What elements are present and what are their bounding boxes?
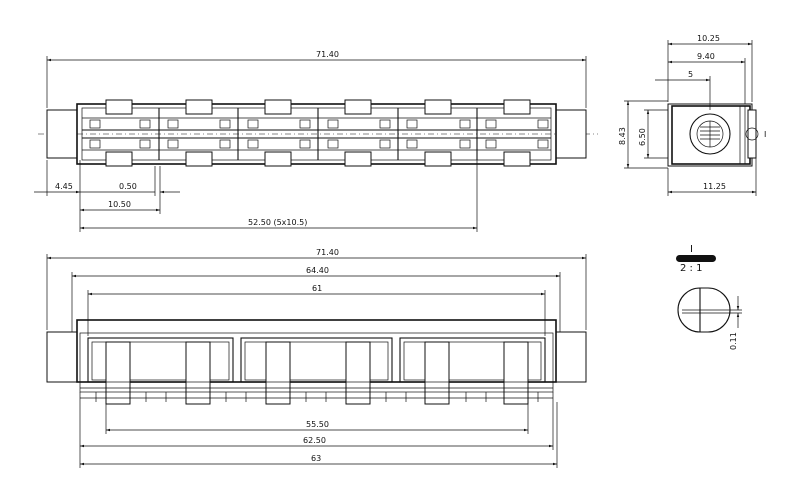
side-width-b: 5 bbox=[688, 70, 693, 79]
front-pins-dim: 55.50 bbox=[306, 420, 329, 429]
front-body-dim: 64.40 bbox=[306, 266, 329, 275]
section-mark: I bbox=[764, 130, 766, 139]
side-height-inner: 6.50 bbox=[638, 128, 647, 146]
span-dim: 52.50 (5x10.5) bbox=[248, 218, 307, 227]
end-offset-dim: 4.45 bbox=[55, 182, 73, 191]
detail-scale: 2 : 1 bbox=[680, 263, 702, 274]
top-view-contacts bbox=[105, 99, 531, 167]
side-contact-circle bbox=[689, 113, 731, 155]
detail-dim: 0.11 bbox=[729, 332, 738, 350]
top-overall-dim: 71.40 bbox=[316, 50, 339, 59]
front-base-dim: 62.50 bbox=[303, 436, 326, 445]
side-view: I 10.25 9.40 5 8.43 6.50 11.25 bbox=[618, 34, 766, 196]
front-bottom-dim: 63 bbox=[311, 454, 321, 463]
pitch-dim: 10.50 bbox=[108, 200, 131, 209]
front-view-pins bbox=[105, 341, 529, 405]
pitch-gap-dim: 0.50 bbox=[119, 182, 137, 191]
front-inner-dim: 61 bbox=[312, 284, 322, 293]
side-width-total: 10.25 bbox=[697, 34, 720, 43]
front-view: 71.40 64.40 61 55.50 62.50 63 bbox=[46, 248, 587, 468]
detail-view: I 2 : 1 0.11 bbox=[676, 244, 742, 350]
detail-label: I bbox=[690, 244, 693, 255]
side-width-a: 9.40 bbox=[697, 52, 715, 61]
side-bottom-dim: 11.25 bbox=[703, 182, 726, 191]
front-overall-dim: 71.40 bbox=[316, 248, 339, 257]
top-view: 71.40 4.45 0.50 10.50 52.50 (5x10.5) bbox=[34, 50, 598, 232]
side-height-outer: 8.43 bbox=[618, 127, 627, 145]
